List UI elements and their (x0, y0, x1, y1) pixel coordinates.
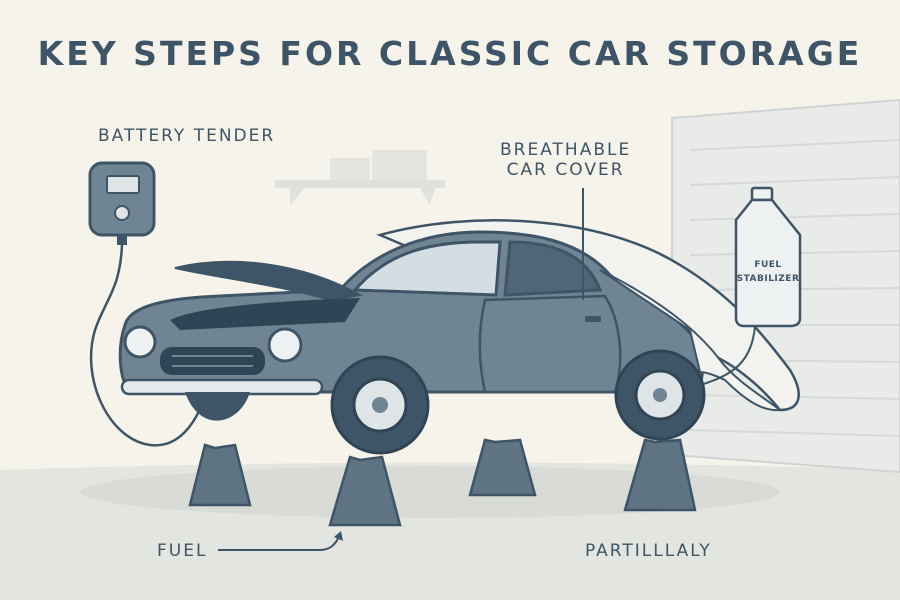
classic-car-icon (118, 230, 706, 455)
fuel-jug-line2: STABILIZER (737, 274, 800, 284)
wall-shelf-icon (275, 150, 445, 205)
rear-wheel (614, 349, 706, 441)
car-cover-label: BREATHABLE CAR COVER (500, 140, 631, 181)
fuel-stabilizer-jug-icon: FUEL STABILIZER (699, 186, 802, 386)
car-cover-label-line1: BREATHABLE (500, 140, 632, 160)
battery-tender-label: BATTERY TENDER (98, 126, 276, 146)
fuel-jug-line1: FUEL (754, 260, 781, 270)
front-wheel (330, 355, 430, 455)
arrowhead-icon (334, 531, 343, 541)
page-title: KEY STEPS FOR CLASSIC CAR STORAGE (37, 34, 863, 73)
jack-stand-icon (188, 438, 697, 527)
partially-label: PARTILLLALY (585, 541, 712, 561)
car-cover-drape (599, 269, 783, 412)
car-shadow (80, 466, 780, 518)
fuel-label: FUEL (157, 541, 208, 561)
car-cover-label-line2: CAR COVER (506, 160, 625, 181)
